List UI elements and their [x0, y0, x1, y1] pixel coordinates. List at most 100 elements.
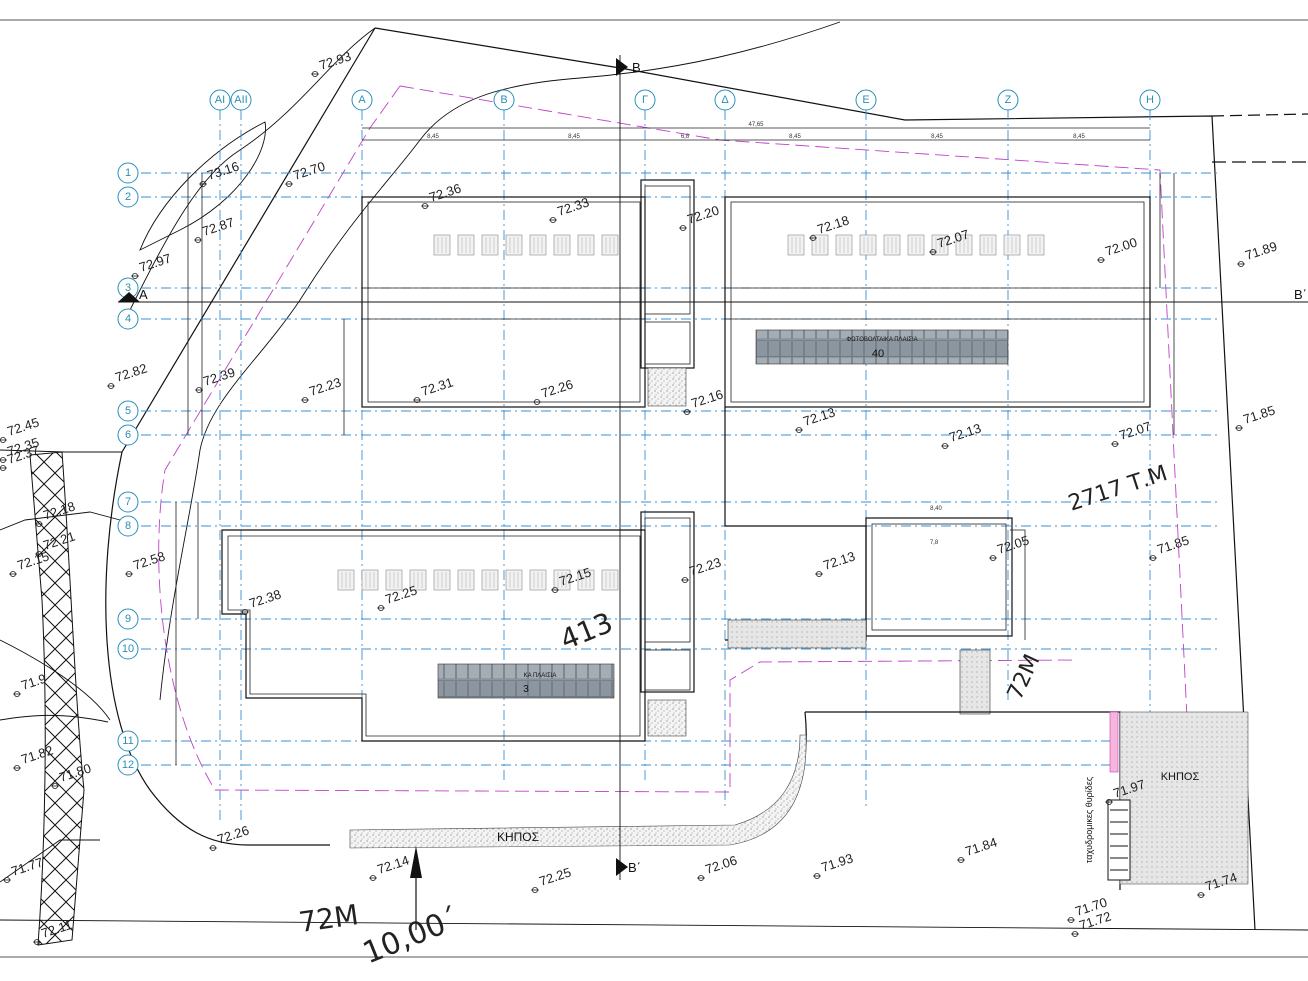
spot-level-value: 72.26 [539, 377, 575, 401]
spot-level-value: 72.05 [995, 533, 1031, 557]
spot-level: 71.9 [13, 671, 48, 698]
row-axis-bubble: 4 [117, 308, 139, 330]
dimension-chain-top: 47,65 8,45 8,45 6,8 8,45 8,45 8,45 [362, 122, 1150, 141]
spot-level: 72.00 [1097, 235, 1139, 263]
unit-symbol [529, 569, 547, 591]
plot-boundary [374, 27, 1256, 931]
spot-level: 72.13 [815, 549, 857, 578]
spot-level-value: 72.00 [1103, 235, 1139, 259]
row-axis-label: 2 [125, 191, 131, 203]
unit-symbol [457, 569, 475, 591]
unit-symbol [481, 234, 499, 256]
row-axis-label: 6 [125, 429, 131, 441]
spot-level-value: 72.58 [131, 549, 167, 573]
spot-level-value: 72.20 [685, 203, 721, 227]
spot-level-value: 72.13 [801, 405, 837, 429]
row-axis-label: 12 [122, 759, 134, 771]
row-axis-label: 5 [125, 405, 131, 417]
spot-level: 72.31 [413, 375, 455, 403]
svg-text:8,45: 8,45 [789, 134, 801, 140]
unit-symbol [601, 234, 619, 256]
spot-level-value: 72.23 [307, 375, 343, 399]
garden-label-bottom: ΚΗΠΟΣ [497, 830, 539, 844]
spot-level-value: 71.84 [963, 835, 999, 859]
road-width-label-bottom: 72M [297, 898, 361, 939]
row-axis-label: 4 [125, 313, 131, 325]
spot-level: 72.58 [125, 549, 167, 578]
spot-level-value: 72.93 [317, 49, 353, 73]
spot-level: 72.33 [549, 195, 591, 223]
unit-symbol [835, 234, 853, 256]
stair-core-top [640, 179, 695, 407]
section-label-b-bottom: B΄ [628, 860, 641, 875]
spot-level-value: 72.13 [821, 549, 857, 573]
column-axis-label: Δ [721, 94, 729, 106]
spot-level-value: 72.16 [689, 387, 725, 411]
svg-text:8,45: 8,45 [1073, 134, 1085, 140]
pv-panels-label-bottom: ΚΑ ΠΛΑΙΣΙΑ [524, 673, 557, 679]
row-axis-bubble: 12 [117, 754, 139, 776]
spot-level: 72.93 [311, 49, 353, 78]
pv-panel-array-bottom [437, 663, 615, 699]
unit-row-top-left [433, 234, 619, 256]
svg-text:8,40: 8,40 [930, 506, 942, 512]
unit-symbol [529, 234, 547, 256]
section-line-aa: A B΄ [118, 287, 1308, 303]
unit-symbol [505, 569, 523, 591]
unit-symbol [505, 234, 523, 256]
row-axis-label: 8 [125, 520, 131, 532]
column-axis-label: E [862, 94, 869, 106]
unit-symbol [859, 234, 877, 256]
svg-text:8,45: 8,45 [931, 134, 943, 140]
spot-level-value: 72.25 [537, 865, 573, 889]
spot-level-value: 72.87 [200, 215, 236, 239]
road-dimension-label: 10,00΄ [358, 901, 465, 971]
row-axis-label: 7 [125, 496, 131, 508]
spot-level-value: 72.31 [419, 375, 455, 399]
garden-right [1107, 711, 1249, 885]
spot-level-value: 72.18 [815, 213, 851, 237]
column-axis-bubble: B [493, 89, 515, 111]
column-axis-bubble: AII [230, 89, 252, 111]
setback-line [399, 85, 1196, 881]
setback-line [158, 85, 1076, 793]
spot-level-value: 72.13 [947, 421, 983, 445]
row-axis-label: 10 [122, 643, 134, 655]
road-edge [0, 839, 100, 883]
spot-level-value: 72.82 [113, 361, 149, 385]
spot-level-value: 72.06 [703, 853, 739, 877]
road-edge [0, 449, 122, 453]
grid-rows [141, 172, 1220, 766]
unit-symbol [361, 569, 379, 591]
spot-level-value: 71.89 [1243, 239, 1279, 263]
spot-level-value: 72.33 [555, 195, 591, 219]
spot-level-value: 71.77 [9, 855, 45, 879]
spot-level-value: 71.93 [819, 851, 855, 875]
spot-level-value: 71.85 [1241, 403, 1277, 427]
column-axis-label: A [358, 94, 366, 106]
section-label-a-right: B΄ [1294, 287, 1307, 302]
spot-level-value: 71.85 [1155, 533, 1191, 557]
pv-count-bottom: 3 [523, 684, 529, 695]
garden-label-right: ΚΗΠΟΣ [1161, 771, 1200, 783]
column-axis-label: H [1146, 94, 1154, 106]
unit-symbol [457, 234, 475, 256]
spot-level: 71.89 [1237, 239, 1279, 267]
spot-level: 72.07 [1111, 419, 1153, 447]
hatched-strip [29, 451, 85, 946]
plot-boundary-extension [1211, 113, 1308, 117]
spot-level: 72.25 [531, 865, 573, 894]
column-axis-bubble: A [351, 89, 373, 111]
contour-island [139, 121, 266, 251]
unit-symbol [481, 569, 499, 591]
building-block-middle-right [724, 407, 1013, 641]
spot-level: 72.05 [989, 533, 1031, 562]
column-axis-bubble: Γ [634, 89, 656, 111]
column-axis-bubble: H [1139, 89, 1161, 111]
unit-symbol [337, 569, 355, 591]
spot-level: 72.23 [301, 375, 343, 403]
section-label-b-top: B [632, 60, 641, 75]
road-edge [0, 639, 111, 721]
spot-level: 72.16 [683, 387, 725, 415]
spot-level: 72.70 [285, 159, 327, 187]
